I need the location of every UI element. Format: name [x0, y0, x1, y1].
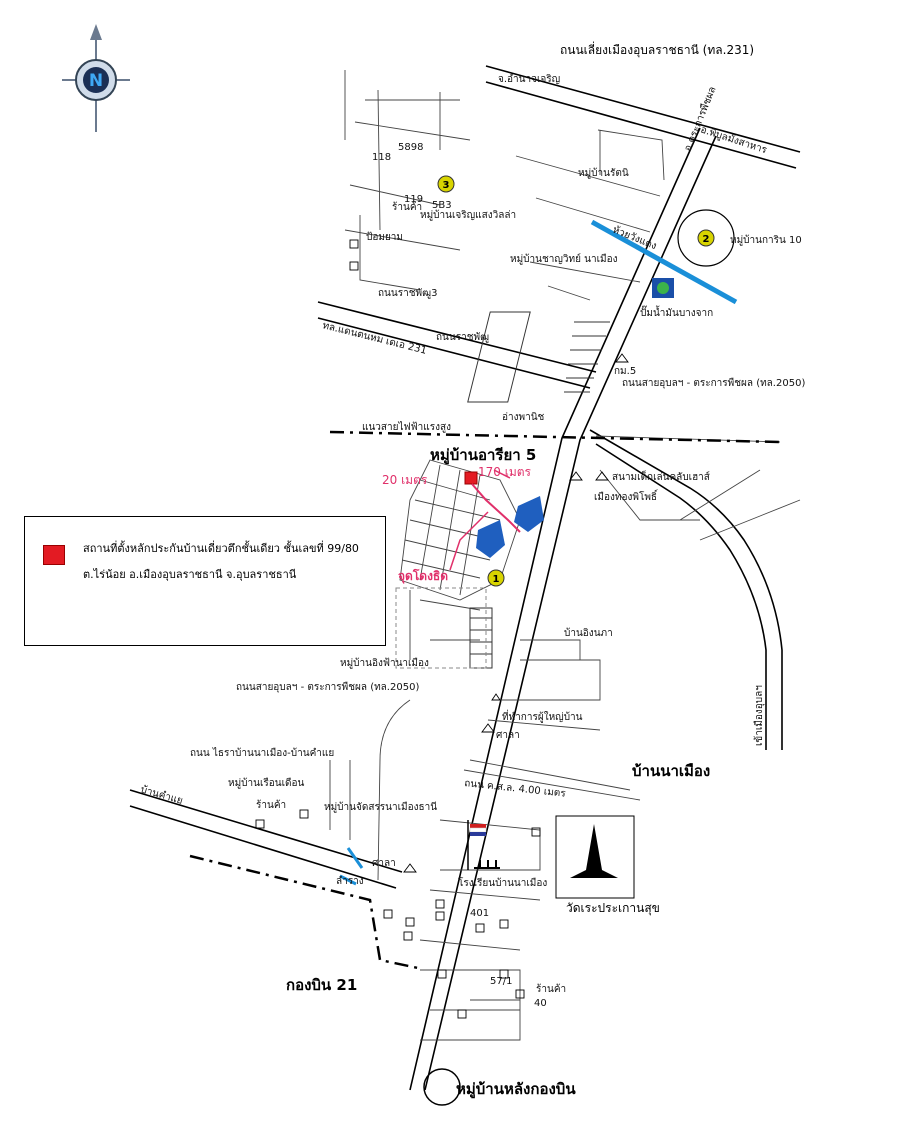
- label-dist20: 20 เมตร: [382, 473, 428, 487]
- label-school-road: ถนน ไธราบ้านนาเมือง-บ้านคำแย: [190, 747, 334, 759]
- label-sala-top: ศาลา: [496, 730, 520, 741]
- label-auction: เมืองทองพิโพธิ์: [594, 489, 659, 503]
- ariya5-subdivision: [399, 459, 521, 601]
- kham-yae-road-lower: [129, 805, 397, 889]
- pond-2: [514, 496, 544, 532]
- label-school: โรงเรียนบ้านนาเมือง: [458, 876, 547, 889]
- label-ing-fa: หมู่บ้านอิงฟ้านาเมือง: [340, 657, 429, 669]
- road-to-mueang: [589, 429, 783, 750]
- label-ban-ing-nakha: บ้านอิงนภา: [564, 627, 613, 639]
- house-number: 5B3: [432, 200, 452, 211]
- ing-fa-plot: [395, 587, 487, 669]
- minor-lanes: [329, 70, 801, 1041]
- house-number: 40: [534, 998, 547, 1009]
- pond-1: [476, 520, 505, 558]
- label-karin10: หมู่บ้านการิน 10: [730, 234, 802, 246]
- route-line: [471, 483, 521, 533]
- marker-3: 3: [437, 175, 455, 193]
- svg-text:2: 2: [703, 234, 710, 245]
- label-sala-left: ศาลา: [372, 858, 396, 869]
- label-ban-ratchapruek: หมู่บ้านรัตนิ: [578, 167, 629, 179]
- house-number: 401: [470, 908, 489, 919]
- label-ubon-trakan-top: ถนนสายอุบลฯ - ตระการพืชผล (ทล.2050): [622, 377, 805, 389]
- house-icons: [255, 239, 629, 1019]
- label-ariya5: หมู่บ้านอารียา 5: [430, 446, 536, 465]
- label-pom-yam: ป้อมยาม: [366, 231, 403, 243]
- karin10-circle: [677, 209, 735, 267]
- gas-station-icon: [652, 278, 674, 298]
- house-number: 5898: [398, 142, 423, 153]
- label-wing21: กองบิน 21: [286, 976, 357, 994]
- label-shop-top: ร้านค้า: [392, 201, 422, 213]
- label-headman: ที่ทำการผู้ใหญ่บ้าน: [502, 709, 583, 723]
- house-number: 118: [372, 152, 391, 163]
- label-temple: วัดเระประเกานสุข: [566, 901, 660, 916]
- label-ban-na-mueang: บ้านนาเมือง: [632, 762, 710, 780]
- label-jadsan: หมู่บ้านจัดสรรนาเมืองธานี: [324, 801, 437, 813]
- bypass-road-lower: [485, 81, 797, 169]
- behind-wing-circle: [423, 1068, 461, 1106]
- marker-1: 1: [487, 569, 505, 587]
- lam-rang-stream: [339, 847, 364, 886]
- collateral-location-marker: [464, 471, 478, 485]
- main-road: [409, 127, 717, 1091]
- svg-text:1: 1: [493, 574, 500, 585]
- legend-line-2: ต.ไร่น้อย อ.เมืองอุบลราชธานี จ.อุบลราชธา…: [83, 568, 297, 581]
- label-gas-station: ปั๊มน้ำมันบางจาก: [640, 305, 713, 319]
- label-to-kham-yae: บ้านคำแย: [139, 783, 184, 807]
- legend-marker: [43, 545, 65, 565]
- label-ban-nong-huean: หมู่บ้านเรือนเดือน: [228, 777, 305, 789]
- compass-letter: N: [89, 71, 103, 91]
- label-ubon-trakan-bottom: ถนนสายอุบลฯ - ตระการพืชผล (ทล.2050): [236, 681, 419, 693]
- ratchaphadung-road: [317, 301, 597, 373]
- label-to-mueang: เข้าเมืองอุบลฯ: [753, 685, 765, 746]
- label-shop-bottom: ร้านค้า: [536, 983, 566, 995]
- label-lam-rang: ลำราง: [336, 876, 364, 887]
- label-behind-wing: หมู่บ้านหลังกองบิน: [456, 1080, 576, 1099]
- label-power-line: แนวสายไฟฟ้าแรงสูง: [362, 421, 451, 433]
- legend-line-1: สถานที่ตั้งหลักประกันบ้านเดี่ยวตึกชั้นเด…: [83, 542, 359, 555]
- label-dist170: 170 เมตร: [478, 465, 532, 479]
- temple-stupa-icon: [555, 815, 635, 899]
- label-charoen-sang: หมู่บ้านเจริญแสงวิลล่า: [420, 209, 516, 221]
- road-to-mueang-inner: [595, 443, 767, 750]
- ratchaphadung-road-lower: [317, 317, 591, 389]
- hatched-area: [467, 311, 610, 669]
- house-number: 57/1: [490, 976, 512, 987]
- bypass-road: [485, 65, 801, 153]
- label-ratchaphadung3: ถนนราชพัฒู3: [378, 288, 438, 299]
- svg-text:3: 3: [443, 180, 450, 191]
- label-ban-chanawit: หมู่บ้านชาญวิทย์ นาเมือง: [510, 253, 618, 265]
- label-club-house: สนามเด็กเล่นคลับเฮาส์: [612, 469, 710, 483]
- label-bypass: ถนนเลี่ยงเมืองอุบลราชธานี (ทล.231): [560, 41, 754, 58]
- school-flag-icon: [467, 820, 500, 870]
- label-ang-phan: อ่างพานิช: [502, 412, 545, 423]
- label-ratchaphadung: ถนนราชพัฒู: [436, 332, 489, 343]
- north-arrow-icon: N: [62, 24, 130, 132]
- label-start-point: จุดโดงธิด: [398, 568, 448, 584]
- route-pointer: [449, 469, 511, 571]
- label-shop-left: ร้านค้า: [256, 799, 286, 811]
- creek: [590, 219, 738, 305]
- power-line-bottom: [189, 854, 419, 970]
- label-km5: กม.5: [614, 366, 636, 377]
- power-line-top: [329, 430, 781, 444]
- marker-2: 2: [697, 229, 715, 247]
- label-to-amnat: จ.อำนาจเจริญ: [498, 74, 560, 85]
- house-number: 119: [404, 194, 423, 205]
- legend-box: สถานที่ตั้งหลักประกันบ้านเดี่ยวตึกชั้นเด…: [24, 516, 386, 646]
